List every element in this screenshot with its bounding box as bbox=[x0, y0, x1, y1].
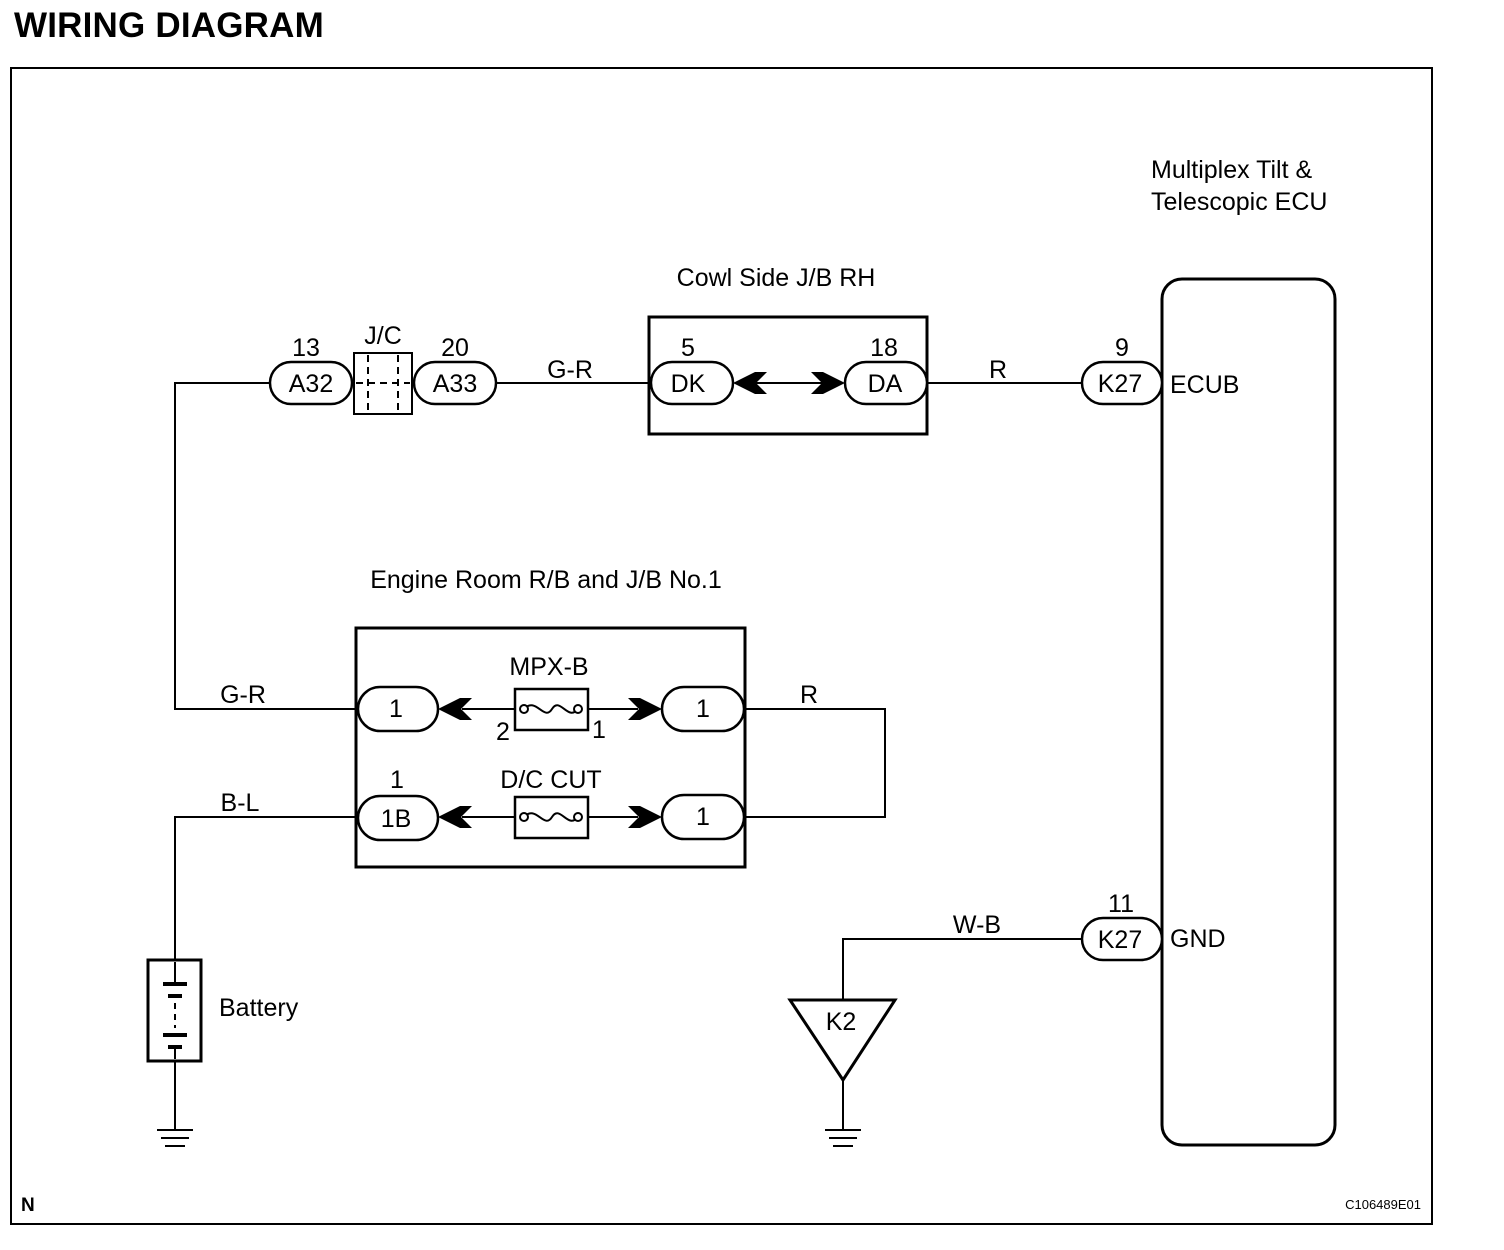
wire-label-jc-to-cowl: G-R bbox=[547, 356, 593, 384]
diagram-heading: WIRING DIAGRAM bbox=[14, 6, 324, 45]
fuse-mpxb-right-pin: 1 bbox=[592, 716, 606, 744]
wire-label-erjb-loop: R bbox=[800, 681, 818, 709]
erjb-box bbox=[354, 626, 747, 869]
connector-k27-gnd-pin: 11 bbox=[1108, 890, 1134, 918]
connector-k27-gnd bbox=[1080, 916, 1164, 962]
ground-point-triangle bbox=[787, 998, 898, 1083]
connector-k27-ecub bbox=[1080, 360, 1164, 406]
ecu-terminal-gnd: GND bbox=[1170, 925, 1226, 953]
ground-point-k2: K2 bbox=[787, 998, 898, 1083]
wire-jc-to-erjb bbox=[174, 382, 358, 710]
ecu-name-line1: Multiplex Tilt & bbox=[1151, 156, 1312, 184]
wire-erjb-loop bbox=[744, 708, 886, 818]
mpxb-left-arrow bbox=[438, 698, 472, 720]
cowl-da-arrow bbox=[811, 372, 845, 394]
connector-k27-ecub-label: K27 bbox=[1098, 370, 1142, 398]
wire-label-ground-to-ecu: W-B bbox=[953, 911, 1001, 939]
connector-mpxb-right bbox=[660, 685, 746, 733]
fuse-mpxb-left-pin: 2 bbox=[496, 718, 510, 746]
dccut-left-arrow bbox=[438, 806, 472, 828]
ecu-terminal-ecub: ECUB bbox=[1170, 371, 1239, 399]
diagram-frame bbox=[10, 67, 1433, 1225]
fuse-mpxb-name: MPX-B bbox=[509, 653, 588, 681]
cowl-jb-title: Cowl Side J/B RH bbox=[677, 264, 876, 292]
footer-figure-code: C106489E01 bbox=[1345, 1197, 1421, 1212]
wire-label-jc-to-erjb: G-R bbox=[220, 681, 266, 709]
connector-a32-label: A32 bbox=[289, 370, 333, 398]
connector-mpxb-left-label: 1 bbox=[389, 695, 403, 723]
ecu-body bbox=[1160, 277, 1337, 1147]
connector-dccut-right-label: 1 bbox=[696, 803, 710, 831]
joint-connector: J/C A32 13 A33 20 bbox=[268, 322, 498, 415]
ground-icon-k2 bbox=[825, 1129, 861, 1147]
wire-ground-to-ecu bbox=[842, 938, 1082, 1000]
connector-a33-pin: 20 bbox=[441, 334, 469, 362]
battery: Battery bbox=[146, 958, 299, 1063]
connector-k27-gnd-label: K27 bbox=[1098, 926, 1142, 954]
connector-dk-pin: 5 bbox=[681, 334, 695, 362]
engine-room-jb: Engine Room R/B and J/B No.1 MPX-B 1 2 1… bbox=[354, 566, 747, 869]
connector-da-label: DA bbox=[868, 370, 903, 398]
ecu-name-line2: Telescopic ECU bbox=[1151, 188, 1327, 216]
footer-corner-letter: N bbox=[21, 1195, 35, 1216]
connector-a32-pin: 13 bbox=[292, 334, 320, 362]
wire-label-cowl-to-ecu: R bbox=[989, 356, 1007, 384]
connector-dccut-left bbox=[356, 794, 440, 842]
dccut-right-arrow bbox=[628, 806, 662, 828]
ground-icon-battery bbox=[157, 1129, 193, 1147]
cowl-side-jb: Cowl Side J/B RH DK 5 DA 18 bbox=[647, 264, 929, 436]
connector-a33-label: A33 bbox=[433, 370, 477, 398]
jc-label: J/C bbox=[364, 322, 402, 350]
multiplex-ecu: Multiplex Tilt & Telescopic ECU K27 9 EC… bbox=[1080, 156, 1337, 1147]
cowl-dk-arrow bbox=[733, 372, 767, 394]
erjb-title: Engine Room R/B and J/B No.1 bbox=[370, 566, 722, 594]
mpxb-right-arrow bbox=[628, 698, 662, 720]
connector-dccut-left-pin: 1 bbox=[390, 766, 404, 794]
fuse-dccut-term-right bbox=[573, 812, 583, 822]
wires bbox=[174, 382, 1082, 1130]
fuse-dccut-name: D/C CUT bbox=[500, 766, 601, 794]
connector-mpxb-right-label: 1 bbox=[696, 695, 710, 723]
connector-a32 bbox=[268, 360, 354, 406]
fuse-mpxb-term-right bbox=[573, 704, 583, 714]
connector-a33 bbox=[412, 360, 498, 406]
connector-k27-ecub-pin: 9 bbox=[1115, 334, 1129, 362]
connector-da-pin: 18 bbox=[870, 334, 898, 362]
connector-dccut-left-label: 1B bbox=[381, 805, 412, 833]
wire-label-battery-to-erjb: B-L bbox=[221, 789, 260, 817]
fuse-dccut-term-left bbox=[519, 812, 529, 822]
connector-dk-label: DK bbox=[671, 370, 706, 398]
fuse-dccut-element bbox=[523, 812, 579, 822]
wire-battery-to-erjb bbox=[174, 816, 358, 960]
battery-label: Battery bbox=[219, 994, 299, 1022]
fuse-mpxb-element bbox=[523, 704, 579, 714]
connector-dccut-right bbox=[660, 793, 746, 841]
fuse-mpxb-term-left bbox=[519, 704, 529, 714]
ground-point-label: K2 bbox=[826, 1008, 857, 1036]
